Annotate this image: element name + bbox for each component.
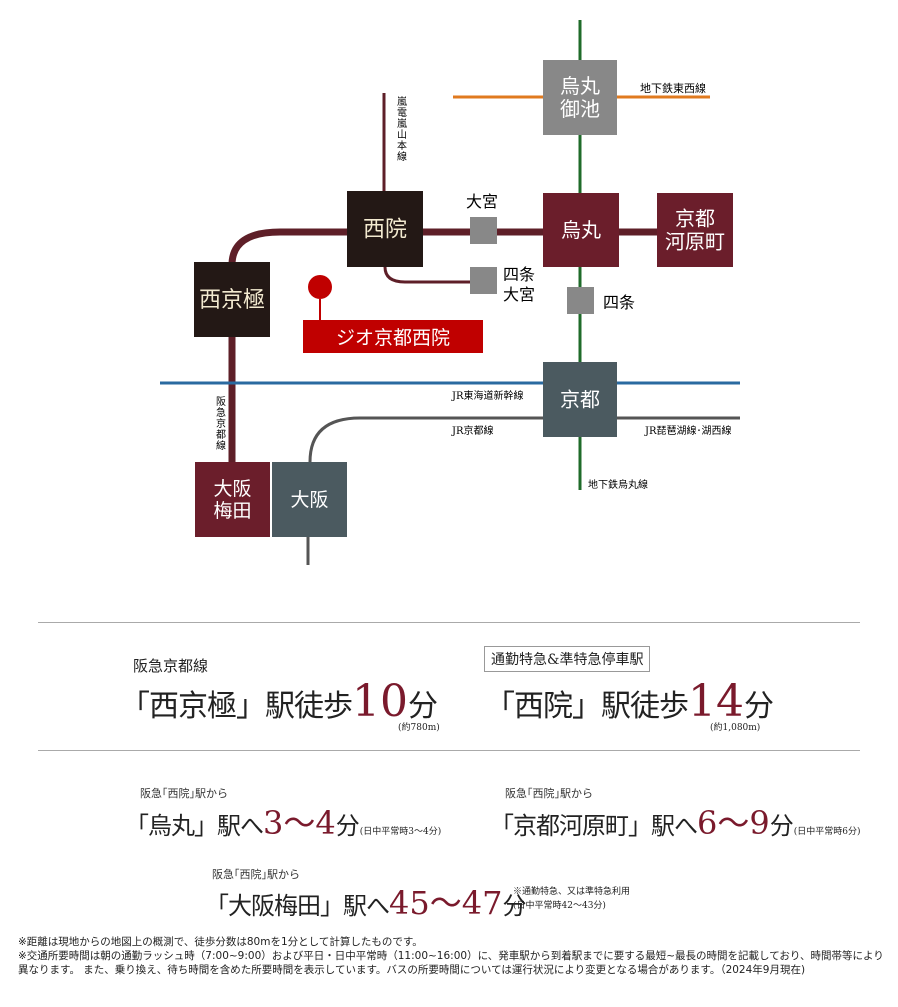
trip-karasuma: 「烏丸」駅へ3～4分(日中平常時3～4分) [125,798,441,844]
trip-karasuma-dest: 「烏丸」駅へ [125,812,264,840]
walk-nishikyogoku-prefix: 「西京極」駅徒歩 [120,689,353,724]
station-shijo [567,287,594,314]
trip-kawaramachi: 「京都河原町」駅へ6～9分(日中平常時6分) [490,798,860,844]
trip-umeda-unit: 分 [502,892,527,920]
trip-kawaramachi-unit: 分 [769,812,794,840]
station-kyoto-kawaramachi [657,193,733,267]
hankyu-line-caption: 阪急京都線 [133,657,209,675]
station-shijo-omiya [470,267,497,294]
trip-kawaramachi-time: 6～9 [697,804,770,842]
station-label-karasuma-oike: 御池 [560,97,600,121]
karasuma-line-label: 地下鉄烏丸線 [588,478,648,491]
hankyu-label: 阪急京都線 [216,395,226,452]
divider-bottom [38,750,860,751]
divider-top [38,622,860,623]
walk-saiin-unit: 分 [744,689,774,724]
station-label-kyoto-kawaramachi: 河原町 [665,230,725,254]
express-stop-badge: 通勤特急&準特急停車駅 [484,646,651,672]
trip-umeda-note: (日中平常時42～43分) [513,901,606,911]
station-nishikyogoku [194,262,270,337]
trip-karasuma-time: 3～4 [263,804,336,842]
footnote-time: ※交通所要時間は朝の通勤ラッシュ時（7:00~9:00）および平日・日中平常時（… [18,950,884,976]
walk-saiin-prefix: 「西院」駅徒歩 [485,689,689,724]
station-label-osaka: 大阪 [290,489,328,511]
station-osaka [272,462,347,537]
tozai-label: 地下鉄東西線 [640,81,706,95]
footnote-distance: ※距離は現地からの地図上の概測で、徒歩分数は80mを1分として計算したものです。 [18,936,423,948]
station-karasuma-oike [543,60,617,135]
shijo-label: 四条 [603,293,635,312]
walk-nishikyogoku-unit: 分 [408,689,438,724]
property-marker-icon [308,275,332,299]
trip-kawaramachi-from: 阪急｢西院｣駅から [505,787,593,800]
station-omiya [470,217,497,244]
shijo-omiya-label: 四条大宮 [503,265,535,304]
station-sai-in [347,191,423,267]
walk-nishikyogoku-distance: (約780m) [398,723,440,733]
trip-kawaramachi-note: (日中平常時6分) [793,827,861,837]
trip-umeda: 「大阪梅田」駅へ45～47分 [205,878,526,924]
trip-karasuma-unit: 分 [335,812,360,840]
walk-nishikyogoku: 「西京極」駅徒歩10分 [120,676,438,727]
property-label: ジオ京都西院 [336,327,450,349]
station-label-kyoto-kawaramachi: 京都 [675,207,715,231]
trip-umeda-time: 45～47 [389,884,503,922]
trip-umeda-dest: 「大阪梅田」駅へ [205,892,390,920]
jr-kyoto-line [308,416,543,463]
trip-karasuma-note: (日中平常時3～4分) [359,827,442,837]
station-kyoto [543,362,617,437]
walk-saiin-distance: (約1,080m) [710,723,761,733]
property-label-box [303,320,483,353]
hankyu-line-curve [228,228,347,266]
randen-label: 嵐電嵐山本線 [397,96,407,163]
shinkansen-label: JR東海道新幹線 [451,389,524,402]
walk-nishikyogoku-minutes: 10 [352,676,408,727]
station-label-nishikyogoku: 西京極 [199,288,265,313]
trip-umeda-note1: ※通勤特急、又は準特急利用 [513,887,631,897]
trip-umeda-from: 阪急｢西院｣駅から [212,868,300,881]
trip-karasuma-from: 阪急｢西院｣駅から [140,787,228,800]
station-label-kyoto: 京都 [560,388,600,412]
jr-biwako-label: JR琵琶湖線･湖西線 [644,424,732,437]
station-label-karasuma-oike: 烏丸 [560,74,600,98]
station-label-osaka-umeda: 大阪 [213,478,251,500]
trip-kawaramachi-dest: 「京都河原町」駅へ [490,812,698,840]
station-label-sai-in: 西院 [363,218,407,243]
route-map: 烏丸御池西院西京極烏丸京都河原町京都大阪梅田大阪 ジオ京都西院 地下鉄東西線 J… [160,20,740,565]
walk-saiin-minutes: 14 [688,676,744,727]
station-label-osaka-umeda: 梅田 [213,500,251,522]
hankyu-shijo-omiya-branch [383,266,470,284]
jr-kyoto-label: JR京都線 [451,424,494,437]
omiya-label: 大宮 [466,192,498,211]
station-osaka-umeda [195,462,270,537]
station-karasuma [543,193,619,267]
walk-saiin: 「西院」駅徒歩14分 [485,676,774,727]
station-label-karasuma: 烏丸 [561,218,601,242]
